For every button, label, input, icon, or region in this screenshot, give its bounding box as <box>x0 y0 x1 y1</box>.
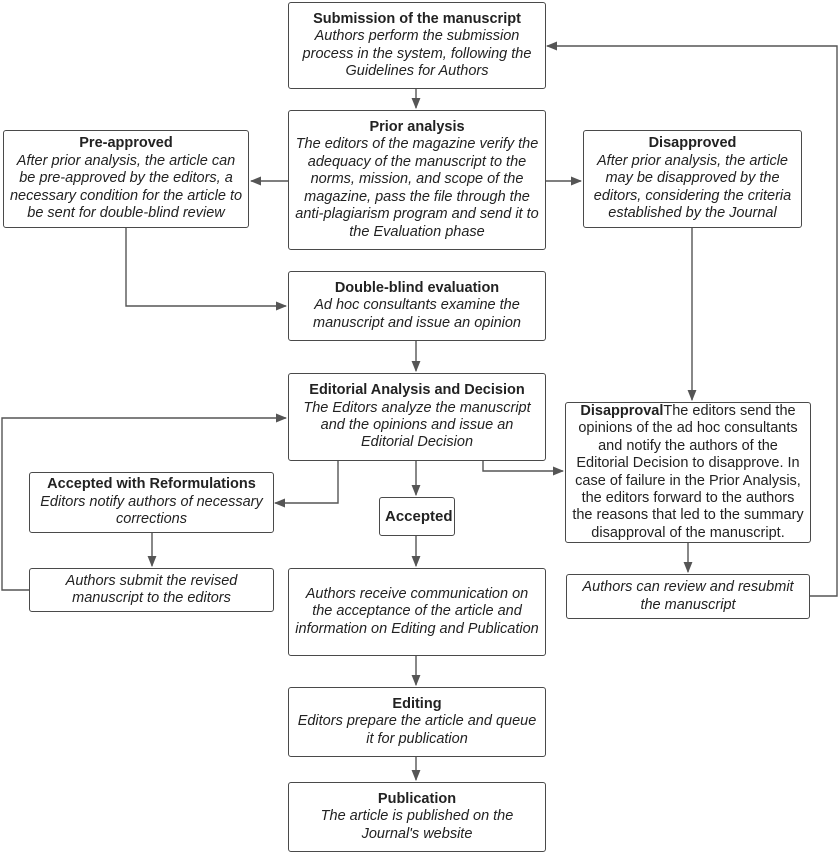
node-review-resubmit: Authors can review and resubmit the manu… <box>566 574 810 619</box>
node-disapproved-title: Disapproved <box>648 135 737 152</box>
node-review-resubmit-body: Authors can review and resubmit the manu… <box>582 579 794 613</box>
node-double-blind: Double-blind evaluation Ad hoc consultan… <box>288 271 546 341</box>
node-accepted: Accepted <box>379 497 455 536</box>
node-disapproval-title: Disapproval <box>580 402 664 419</box>
node-accepted-reformulations-body: Editors notify authors of necessary corr… <box>40 493 263 528</box>
node-double-blind-body: Ad hoc consultants examine the manuscrip… <box>313 297 521 331</box>
node-preapproved: Pre-approved After prior analysis, the a… <box>3 130 249 228</box>
arrow-editorial-to-disapproval <box>482 461 565 476</box>
node-disapproval: DisapprovalThe editors send the opinions… <box>565 402 811 543</box>
node-editing: Editing Editors prepare the article and … <box>288 687 546 757</box>
arrow-revised-to-editorial <box>1 413 288 591</box>
arrow-review-to-submission <box>545 41 838 597</box>
node-publication-body: The article is published on the Journal'… <box>320 808 514 842</box>
node-submission: Submission of the manuscript Authors per… <box>288 2 546 89</box>
node-communication-body: Authors receive communication on the acc… <box>295 585 539 637</box>
node-editing-title: Editing <box>392 695 442 712</box>
node-revised-manuscript: Authors submit the revised manuscript to… <box>29 568 274 612</box>
node-double-blind-title: Double-blind evaluation <box>334 279 500 296</box>
node-prior-analysis-title: Prior analysis <box>369 119 465 136</box>
node-preapproved-title: Pre-approved <box>79 135 173 152</box>
node-disapproved: Disapproved After prior analysis, the ar… <box>583 130 802 228</box>
node-prior-analysis: Prior analysis The editors of the magazi… <box>288 110 546 250</box>
node-communication: Authors receive communication on the acc… <box>288 568 546 656</box>
node-accepted-reformulations-title: Accepted with Reformulations <box>47 476 256 493</box>
node-disapproval-text: DisapprovalThe editors send the opinions… <box>570 403 806 542</box>
node-preapproved-body: After prior analysis, the article can be… <box>9 152 243 222</box>
arrow-editorial-to-reform <box>273 461 339 508</box>
node-editorial-analysis: Editorial Analysis and Decision The Edit… <box>288 373 546 461</box>
node-submission-title: Submission of the manuscript <box>313 10 521 27</box>
node-editing-body: Editors prepare the article and queue it… <box>297 713 537 747</box>
node-publication-title: Publication <box>377 790 457 807</box>
node-editorial-analysis-title: Editorial Analysis and Decision <box>309 382 525 399</box>
node-publication: Publication The article is published on … <box>288 782 546 852</box>
node-editorial-analysis-body: The Editors analyze the manuscript and t… <box>303 399 531 451</box>
node-revised-manuscript-body: Authors submit the revised manuscript to… <box>65 572 238 606</box>
node-disapproved-body: After prior analysis, the article may be… <box>593 152 792 222</box>
node-prior-analysis-body: The editors of the magazine verify the a… <box>295 136 539 240</box>
node-disapproval-body: The editors send the opinions of the ad … <box>572 402 804 541</box>
node-accepted-reformulations: Accepted with Reformulations Editors not… <box>29 472 274 533</box>
arrow-preapproved-to-doubleblind <box>125 228 288 311</box>
node-submission-body: Authors perform the submission process i… <box>302 28 532 79</box>
node-accepted-title: Accepted <box>385 507 453 525</box>
